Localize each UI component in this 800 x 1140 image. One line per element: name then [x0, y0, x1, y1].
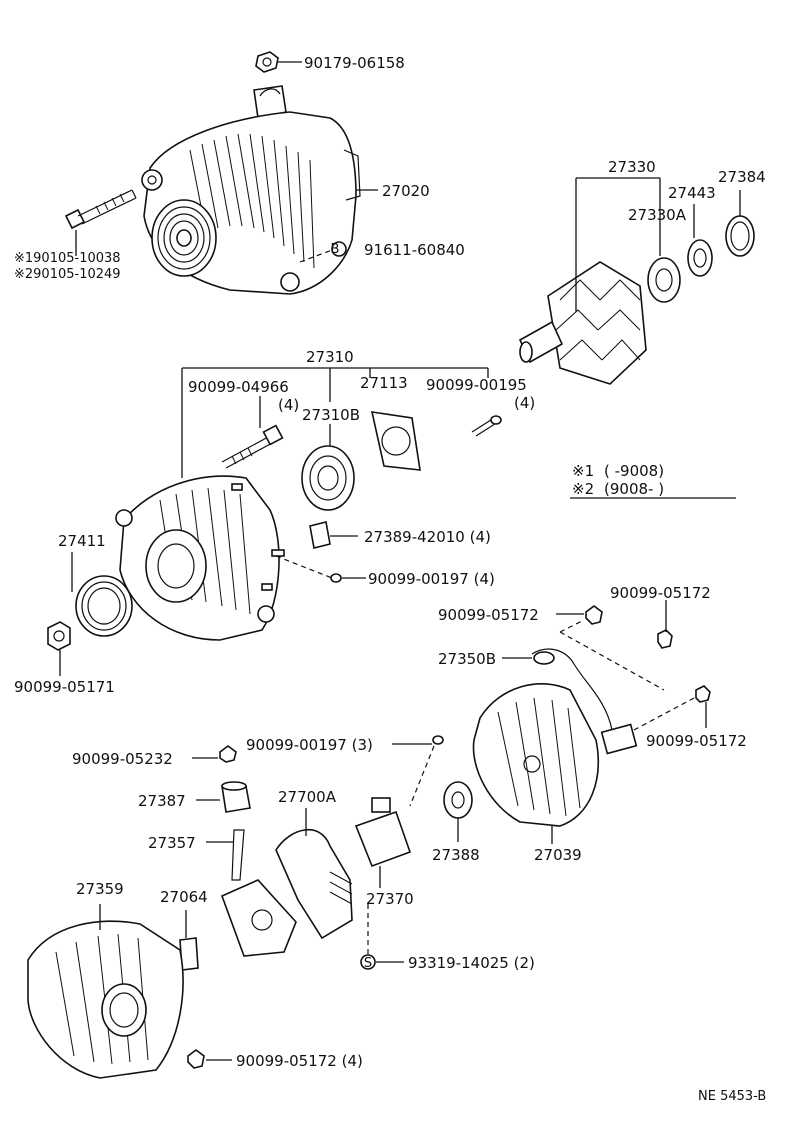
label-nut-172a: 90099-05172 [438, 606, 539, 624]
label-nut-232: 90099-05232 [72, 750, 173, 768]
label-screw-197a: 90099-00197 (4) [368, 570, 495, 588]
legend-range-2: (9008- ) [604, 480, 664, 498]
rotor-drawing [518, 215, 755, 385]
label-rotor-cover: 27384 [718, 168, 766, 186]
legend-mark-1: ※1 [572, 462, 594, 480]
label-bolt-ref: 91611-60840 [364, 241, 465, 259]
label-insulator: 27389-42010 (4) [364, 528, 491, 546]
label-rotor-assy: 27330 [608, 158, 656, 176]
label-nut-171: 90099-05171 [14, 678, 115, 696]
label-plate: 27113 [360, 374, 408, 392]
alternator-assembly-drawing [64, 51, 361, 295]
drive-frame-drawing [47, 411, 502, 651]
label-bearing-rear: 27443 [668, 184, 716, 202]
symbol-b: B [331, 242, 340, 257]
label-bearing-front: 27310B [302, 406, 360, 424]
label-bearing-388: 27388 [432, 846, 480, 864]
label-screw-197b: 90099-00197 (3) [246, 736, 373, 754]
label-drive-frame: 27310 [306, 348, 354, 366]
label-rear-cover: 27039 [534, 846, 582, 864]
label-bolt-b: ※290105-10249 [14, 267, 121, 282]
label-rotor-sub: 27330A [628, 206, 687, 224]
figure-code: NE 5453-B [698, 1089, 766, 1104]
legend-mark-2: ※2 [572, 480, 594, 498]
label-screw-195: 90099-00195 [426, 376, 527, 394]
label-wire: 27350B [438, 650, 496, 668]
label-cap: 27387 [138, 792, 186, 810]
symbol-s: S [364, 956, 372, 971]
label-nut-172b: 90099-05172 [610, 584, 711, 602]
legend: ※1 ( -9008) ※2 (9008- ) [570, 462, 736, 499]
label-nut-top: 90179-06158 [304, 54, 405, 72]
label-stud: 90099-04966 [188, 378, 289, 396]
label-regulator: 27700A [278, 788, 337, 806]
label-terminal: 27357 [148, 834, 196, 852]
label-rear-frame: 27359 [76, 880, 124, 898]
rear-cover-drawing [27, 605, 711, 1079]
label-gasket: 27064 [160, 888, 208, 906]
label-screw-s: 93319-14025 (2) [408, 954, 535, 972]
label-nut-172c: 90099-05172 [646, 732, 747, 750]
label-bolt-a: ※190105-10038 [14, 251, 121, 266]
label-stud-qty: (4) [278, 396, 299, 414]
legend-range-1: ( -9008) [604, 462, 664, 480]
label-brush-holder: 27370 [366, 890, 414, 908]
label-screw-195-qty: (4) [514, 394, 535, 412]
label-pulley: 27411 [58, 532, 106, 550]
label-nut-172d: 90099-05172 (4) [236, 1052, 363, 1070]
label-alternator: 27020 [382, 182, 430, 200]
